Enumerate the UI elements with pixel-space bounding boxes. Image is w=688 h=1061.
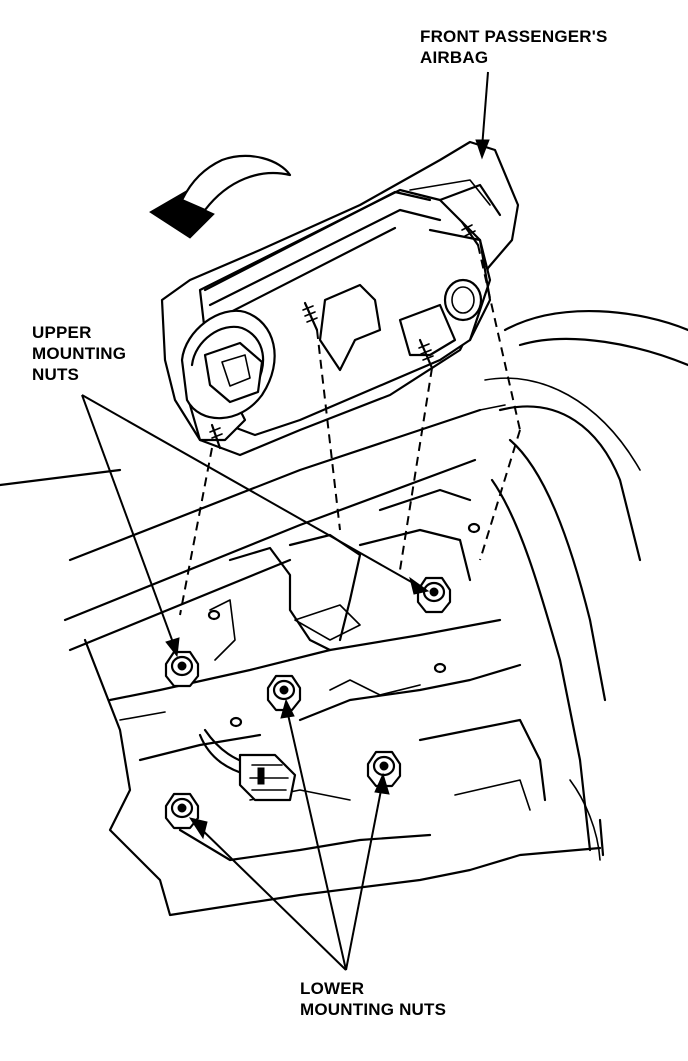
lower-nuts-leaders [188,698,390,971]
lower-nuts-label-line2: MOUNTING NUTS [300,1000,447,1019]
upper-nuts-label-line2: MOUNTING [32,344,127,363]
alignment-lines [179,244,521,616]
upper-nuts-leaders [81,394,430,658]
upper-nuts-label: UPPER MOUNTING NUTS [32,322,126,385]
airbag-label-line1: FRONT PASSENGER'S [420,27,608,46]
airbag-label: FRONT PASSENGER'S AIRBAG [420,26,608,68]
airbag-leader [475,71,490,160]
airbag-module [160,140,520,457]
airbag-stud [302,301,319,332]
harness-connector-icon [198,728,297,802]
upper-nuts-label-line3: NUTS [32,365,80,384]
hex-flange-nut-icon [416,576,452,614]
airbag-stud [460,220,480,247]
hex-flange-nut-icon [266,674,302,712]
lower-nuts-label: LOWER MOUNTING NUTS [300,978,446,1020]
hex-flange-nut-icon [164,650,200,688]
rotation-arrow-icon [149,155,292,239]
airbag-label-line2: AIRBAG [420,48,489,67]
hex-flange-nut-icon [366,750,402,788]
hex-flange-nut-icon [164,792,200,830]
upper-nuts-label-line1: UPPER [32,323,92,342]
lower-nuts-label-line1: LOWER [300,979,365,998]
airbag-stud [209,423,223,450]
frame-bolt-holes [207,522,481,728]
airbag-stud [418,338,434,370]
dashboard-frame [0,310,688,917]
